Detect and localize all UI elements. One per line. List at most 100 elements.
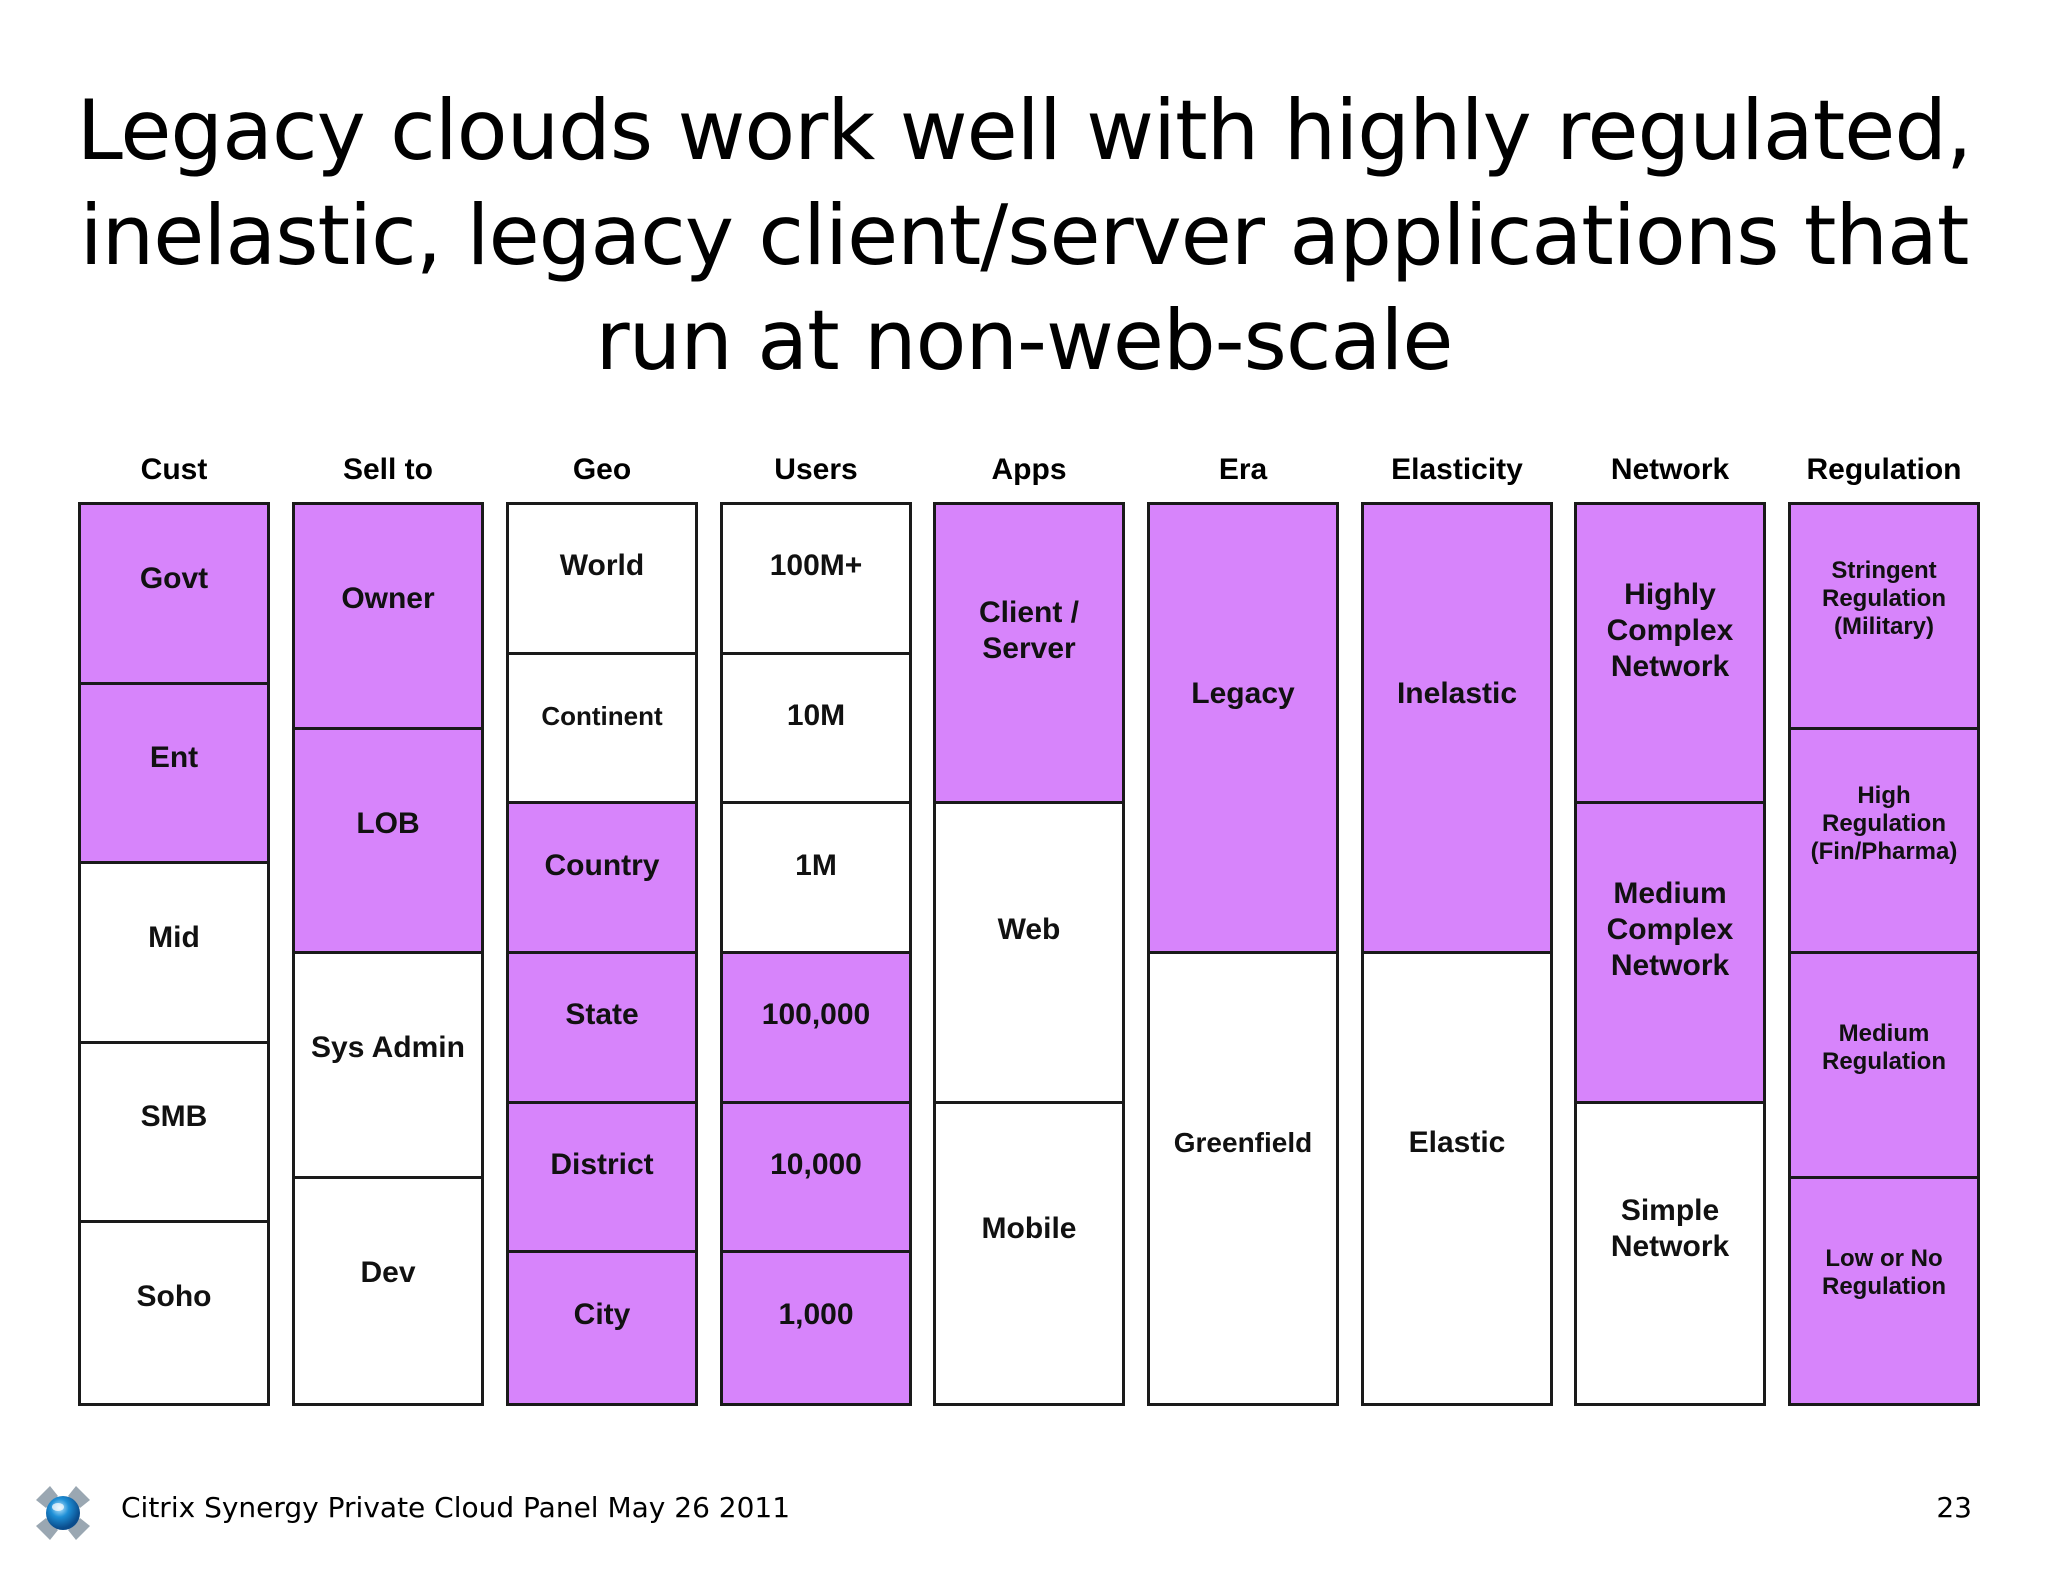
cell-label: Mid [148,920,200,954]
column-header: Geo [572,453,632,486]
column-header: Elasticity [1391,453,1523,486]
cell-label: Greenfield [1173,1126,1313,1158]
cell-label: Stringent Regulation (Military) [1822,557,1946,641]
cell-govt: Govt [81,505,267,685]
cell-web: Web [936,804,1122,1104]
cell-sys-admin: Sys Admin [295,954,481,1179]
cell-medium-complex-network: Medium Complex Network [1577,804,1763,1104]
cell-1m: 1M [723,804,909,954]
cell-label: Inelastic [1396,676,1518,710]
cell-label: 10M [786,699,846,733]
cell-elastic: Elastic [1364,954,1550,1403]
cell-label: 1,000 [778,1297,854,1331]
cell-label: Country [544,848,660,882]
cell-city: City [509,1253,695,1403]
cell-label: Web [997,913,1061,947]
cell-stringent-regulation-military: Stringent Regulation (Military) [1791,505,1977,730]
cell-label: Owner [341,582,435,616]
title-line: run at non-web-scale [595,292,1454,389]
cell-highly-complex-network: Highly Complex Network [1577,505,1763,805]
cell-label: Low or No Regulation [1822,1244,1946,1300]
cell-label: SMB [140,1100,208,1134]
cell-label: Continent [541,701,663,732]
cell-world: World [509,505,695,655]
cell-label: Highly Complex Network [1606,577,1734,683]
cell-10m: 10M [723,655,909,805]
cell-greenfield: Greenfield [1150,954,1336,1403]
cell-label: Ent [149,741,199,775]
column-header: Regulation [1806,453,1962,486]
cell-district: District [509,1103,695,1254]
cell-label: High Regulation (Fin/Pharma) [1810,781,1958,865]
column-header: Era [1218,453,1268,486]
cell-smb: SMB [81,1044,267,1224]
cell-100m: 100M+ [723,505,909,655]
cell-owner: Owner [295,505,481,730]
column-header: Cust [140,453,208,486]
cell-dev: Dev [295,1179,481,1404]
column-header: Sell to [342,453,433,486]
cell-state: State [509,954,695,1104]
cell-mid: Mid [81,864,267,1044]
cell-label: Govt [139,561,209,595]
cell-lob: LOB [295,729,481,954]
cell-label: Elastic [1408,1125,1506,1159]
cell-1-000: 1,000 [723,1253,909,1403]
cell-ent: Ent [81,684,267,865]
cell-simple-network: Simple Network [1577,1104,1763,1403]
cell-mobile: Mobile [936,1104,1122,1403]
cell-soho: Soho [81,1223,267,1403]
cell-label: Dev [360,1255,416,1289]
cell-label: Medium Regulation [1822,1020,1946,1076]
cell-label: 100M+ [769,549,863,583]
cell-label: Simple Network [1610,1194,1730,1264]
cell-inelastic: Inelastic [1364,505,1550,954]
footer-text: Citrix Synergy Private Cloud Panel May 2… [121,1491,791,1524]
cell-label: District [550,1148,654,1182]
cell-country: Country [509,804,695,954]
cell-label: LOB [356,806,420,840]
cell-continent: Continent [509,655,695,805]
slide-title: Legacy clouds work well with highly regu… [0,78,2048,393]
cell-label: World [559,549,645,583]
citrix-synergy-logo-icon [36,1486,90,1540]
cell-label: Soho [136,1280,212,1314]
cell-medium-regulation: Medium Regulation [1791,954,1977,1179]
cell-label: Mobile [981,1212,1077,1246]
column-header: Network [1610,453,1730,486]
cell-100-000: 100,000 [723,954,909,1104]
title-line: Legacy clouds work well with highly regu… [76,82,1973,179]
cell-label: Legacy [1191,676,1295,710]
column-stack: Stringent Regulation (Military) High Regu… [1788,502,1980,1406]
cell-label: Client / Server [978,595,1079,665]
cell-label: State [565,998,639,1032]
cell-10-000: 10,000 [723,1103,909,1254]
cell-label: 10,000 [770,1148,862,1182]
cell-label: 100,000 [761,998,871,1032]
cell-high-regulation-fin-pharma: High Regulation (Fin/Pharma) [1791,729,1977,954]
column-stack: 100M+ 10M 1M 100,000 10,000 1,000 [720,502,912,1406]
page-number: 23 [1936,1491,1972,1524]
title-line: inelastic, legacy client/server applicat… [79,187,1970,284]
cell-label: 1M [795,848,837,882]
cell-low-or-no-regulation: Low or No Regulation [1791,1178,1977,1403]
cell-legacy: Legacy [1150,505,1336,954]
cell-label: City [573,1297,631,1331]
cell-client-server: Client / Server [936,505,1122,805]
